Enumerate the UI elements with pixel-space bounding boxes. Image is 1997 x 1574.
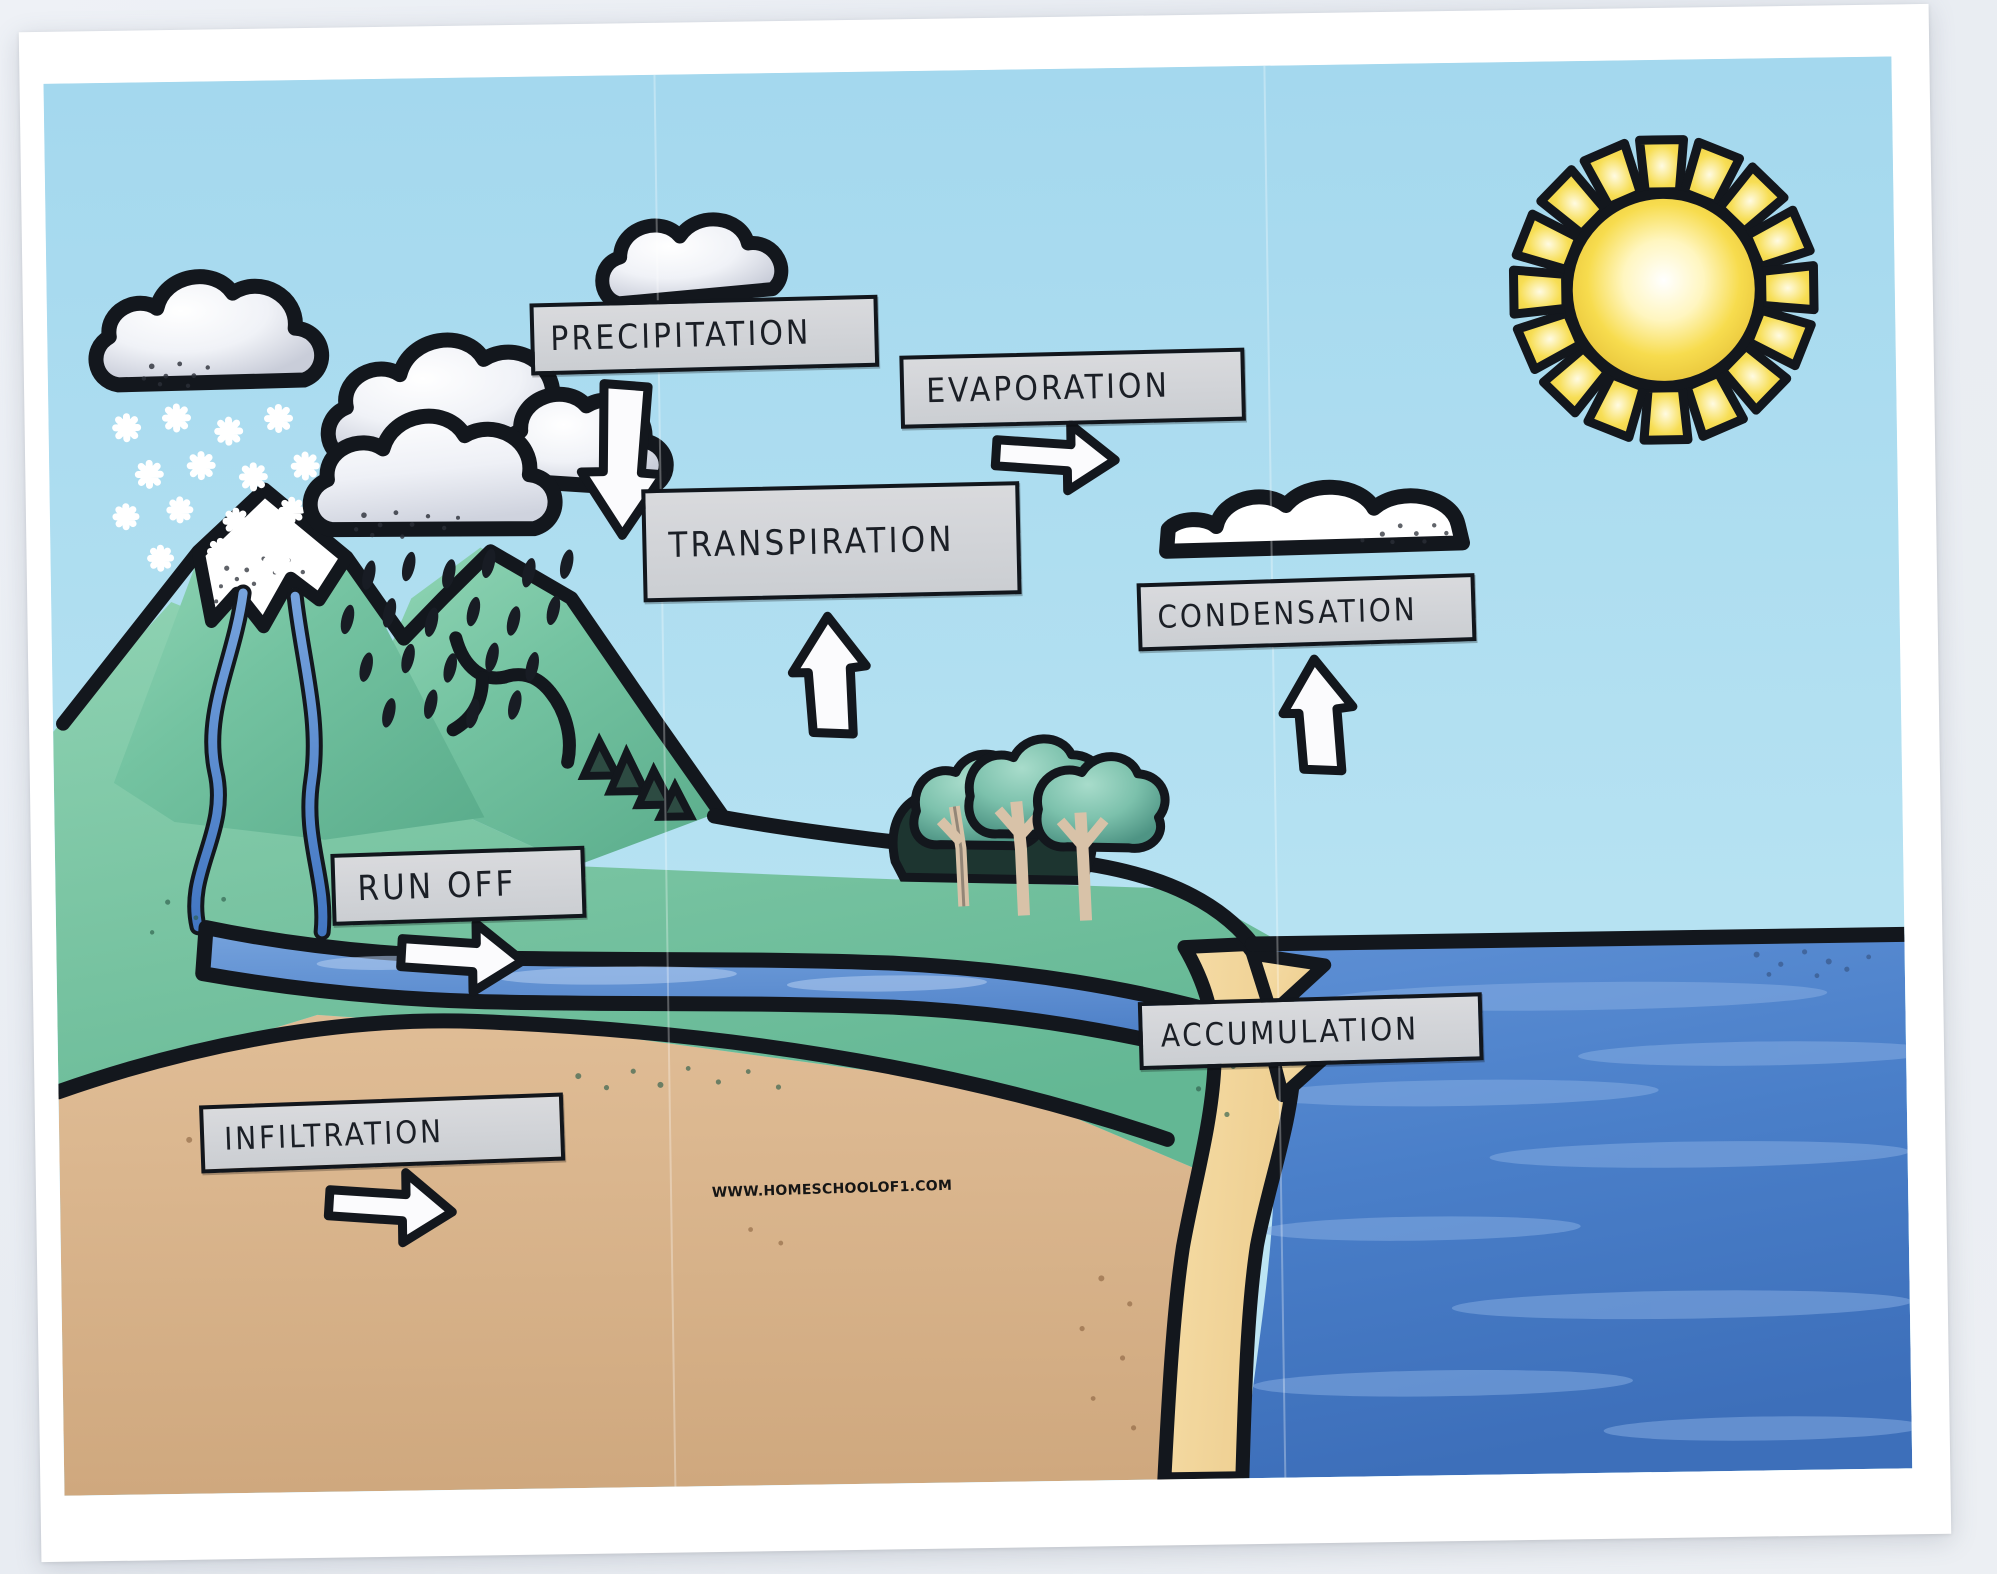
snow-cloud-icon bbox=[88, 269, 330, 393]
printed-sheet: PRECIPITATION EVAPORATION TRANSPIRATION … bbox=[18, 3, 1952, 1563]
scenery-illustration bbox=[43, 56, 1913, 1496]
infiltration-arrow bbox=[323, 1168, 457, 1248]
runoff-arrow bbox=[396, 919, 528, 997]
label-evaporation[interactable]: EVAPORATION bbox=[899, 347, 1246, 429]
snowflakes bbox=[112, 403, 320, 574]
precipitation-cloud-icon bbox=[595, 212, 789, 311]
label-condensation-text: CONDENSATION bbox=[1157, 590, 1418, 636]
evaporation-arrow bbox=[990, 420, 1120, 496]
ridge-trees bbox=[577, 732, 697, 821]
label-run-off-text: RUN OFF bbox=[356, 863, 518, 910]
river-source bbox=[191, 588, 328, 937]
condensation-cloud-icon bbox=[1159, 479, 1470, 559]
label-run-off[interactable]: RUN OFF bbox=[330, 845, 587, 926]
rain-cloud-icon bbox=[302, 332, 674, 539]
label-condensation[interactable]: CONDENSATION bbox=[1136, 573, 1477, 652]
water-cycle-poster: PRECIPITATION EVAPORATION TRANSPIRATION … bbox=[43, 56, 1913, 1496]
label-evaporation-text: EVAPORATION bbox=[925, 366, 1171, 412]
transpiration-arrow bbox=[787, 611, 871, 739]
label-precipitation[interactable]: PRECIPITATION bbox=[529, 294, 880, 376]
label-accumulation[interactable]: ACCUMULATION bbox=[1137, 992, 1484, 1071]
label-infiltration-text: INFILTRATION bbox=[223, 1112, 445, 1158]
arrow-group bbox=[323, 379, 1358, 1248]
ocean-speckle bbox=[1753, 949, 1872, 979]
grassland bbox=[53, 602, 1287, 1196]
label-transpiration-text: TRANSPIRATION bbox=[668, 518, 956, 566]
sun-icon bbox=[1508, 135, 1819, 445]
label-infiltration[interactable]: INFILTRATION bbox=[199, 1092, 566, 1174]
label-transpiration[interactable]: TRANSPIRATION bbox=[641, 481, 1022, 603]
tree-group bbox=[888, 734, 1170, 921]
label-accumulation-text: ACCUMULATION bbox=[1160, 1009, 1420, 1054]
label-precipitation-text: PRECIPITATION bbox=[549, 312, 812, 359]
raindrops bbox=[340, 548, 574, 729]
ocean bbox=[1242, 934, 1913, 1479]
condensation-arrow bbox=[1278, 654, 1358, 776]
